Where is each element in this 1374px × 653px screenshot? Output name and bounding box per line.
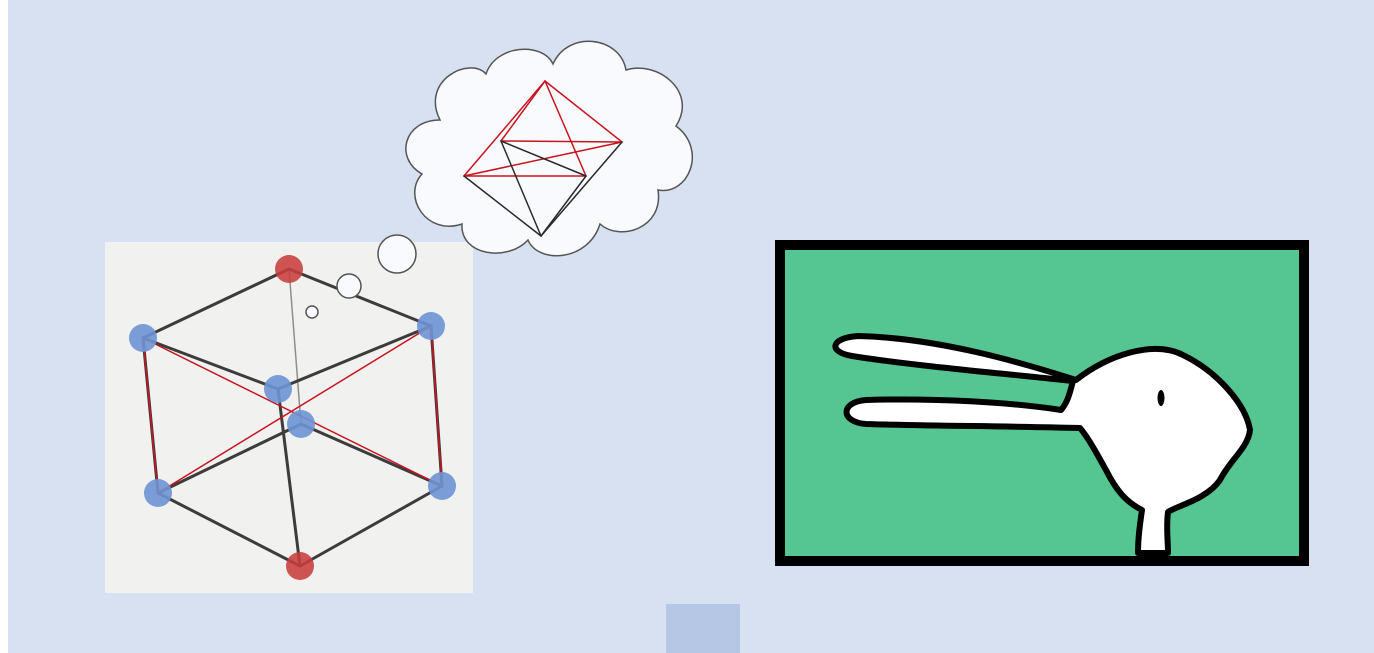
slide-canvas xyxy=(8,0,1374,653)
thought-dot-small xyxy=(305,305,319,319)
cube-inscribed-edges xyxy=(142,325,443,494)
duck-rabbit-illusion-icon xyxy=(832,333,1253,556)
thought-dot-large xyxy=(377,234,417,274)
cube-edges xyxy=(141,267,444,568)
vertex-lower-right xyxy=(428,472,456,500)
vertex-upper-right xyxy=(417,312,445,340)
octahedron-icon xyxy=(463,80,623,237)
thought-trail xyxy=(305,234,417,319)
vertex-upper-front xyxy=(264,375,292,403)
duck-rabbit-illusion xyxy=(775,240,1309,566)
vertex-upper-left xyxy=(129,324,157,352)
cube-vertices xyxy=(129,255,456,580)
cube-sketch xyxy=(105,242,473,593)
vertex-center-back xyxy=(287,410,315,438)
vertex-bottom xyxy=(286,552,314,580)
duck-rabbit-eye xyxy=(1157,390,1165,406)
diagram-stage xyxy=(105,40,1309,593)
thought-bubble-icon xyxy=(405,40,694,257)
vertex-top xyxy=(275,255,303,283)
vertex-lower-left xyxy=(144,479,172,507)
navigation-tab-icon[interactable] xyxy=(666,604,740,653)
thought-dot-medium xyxy=(336,273,362,299)
